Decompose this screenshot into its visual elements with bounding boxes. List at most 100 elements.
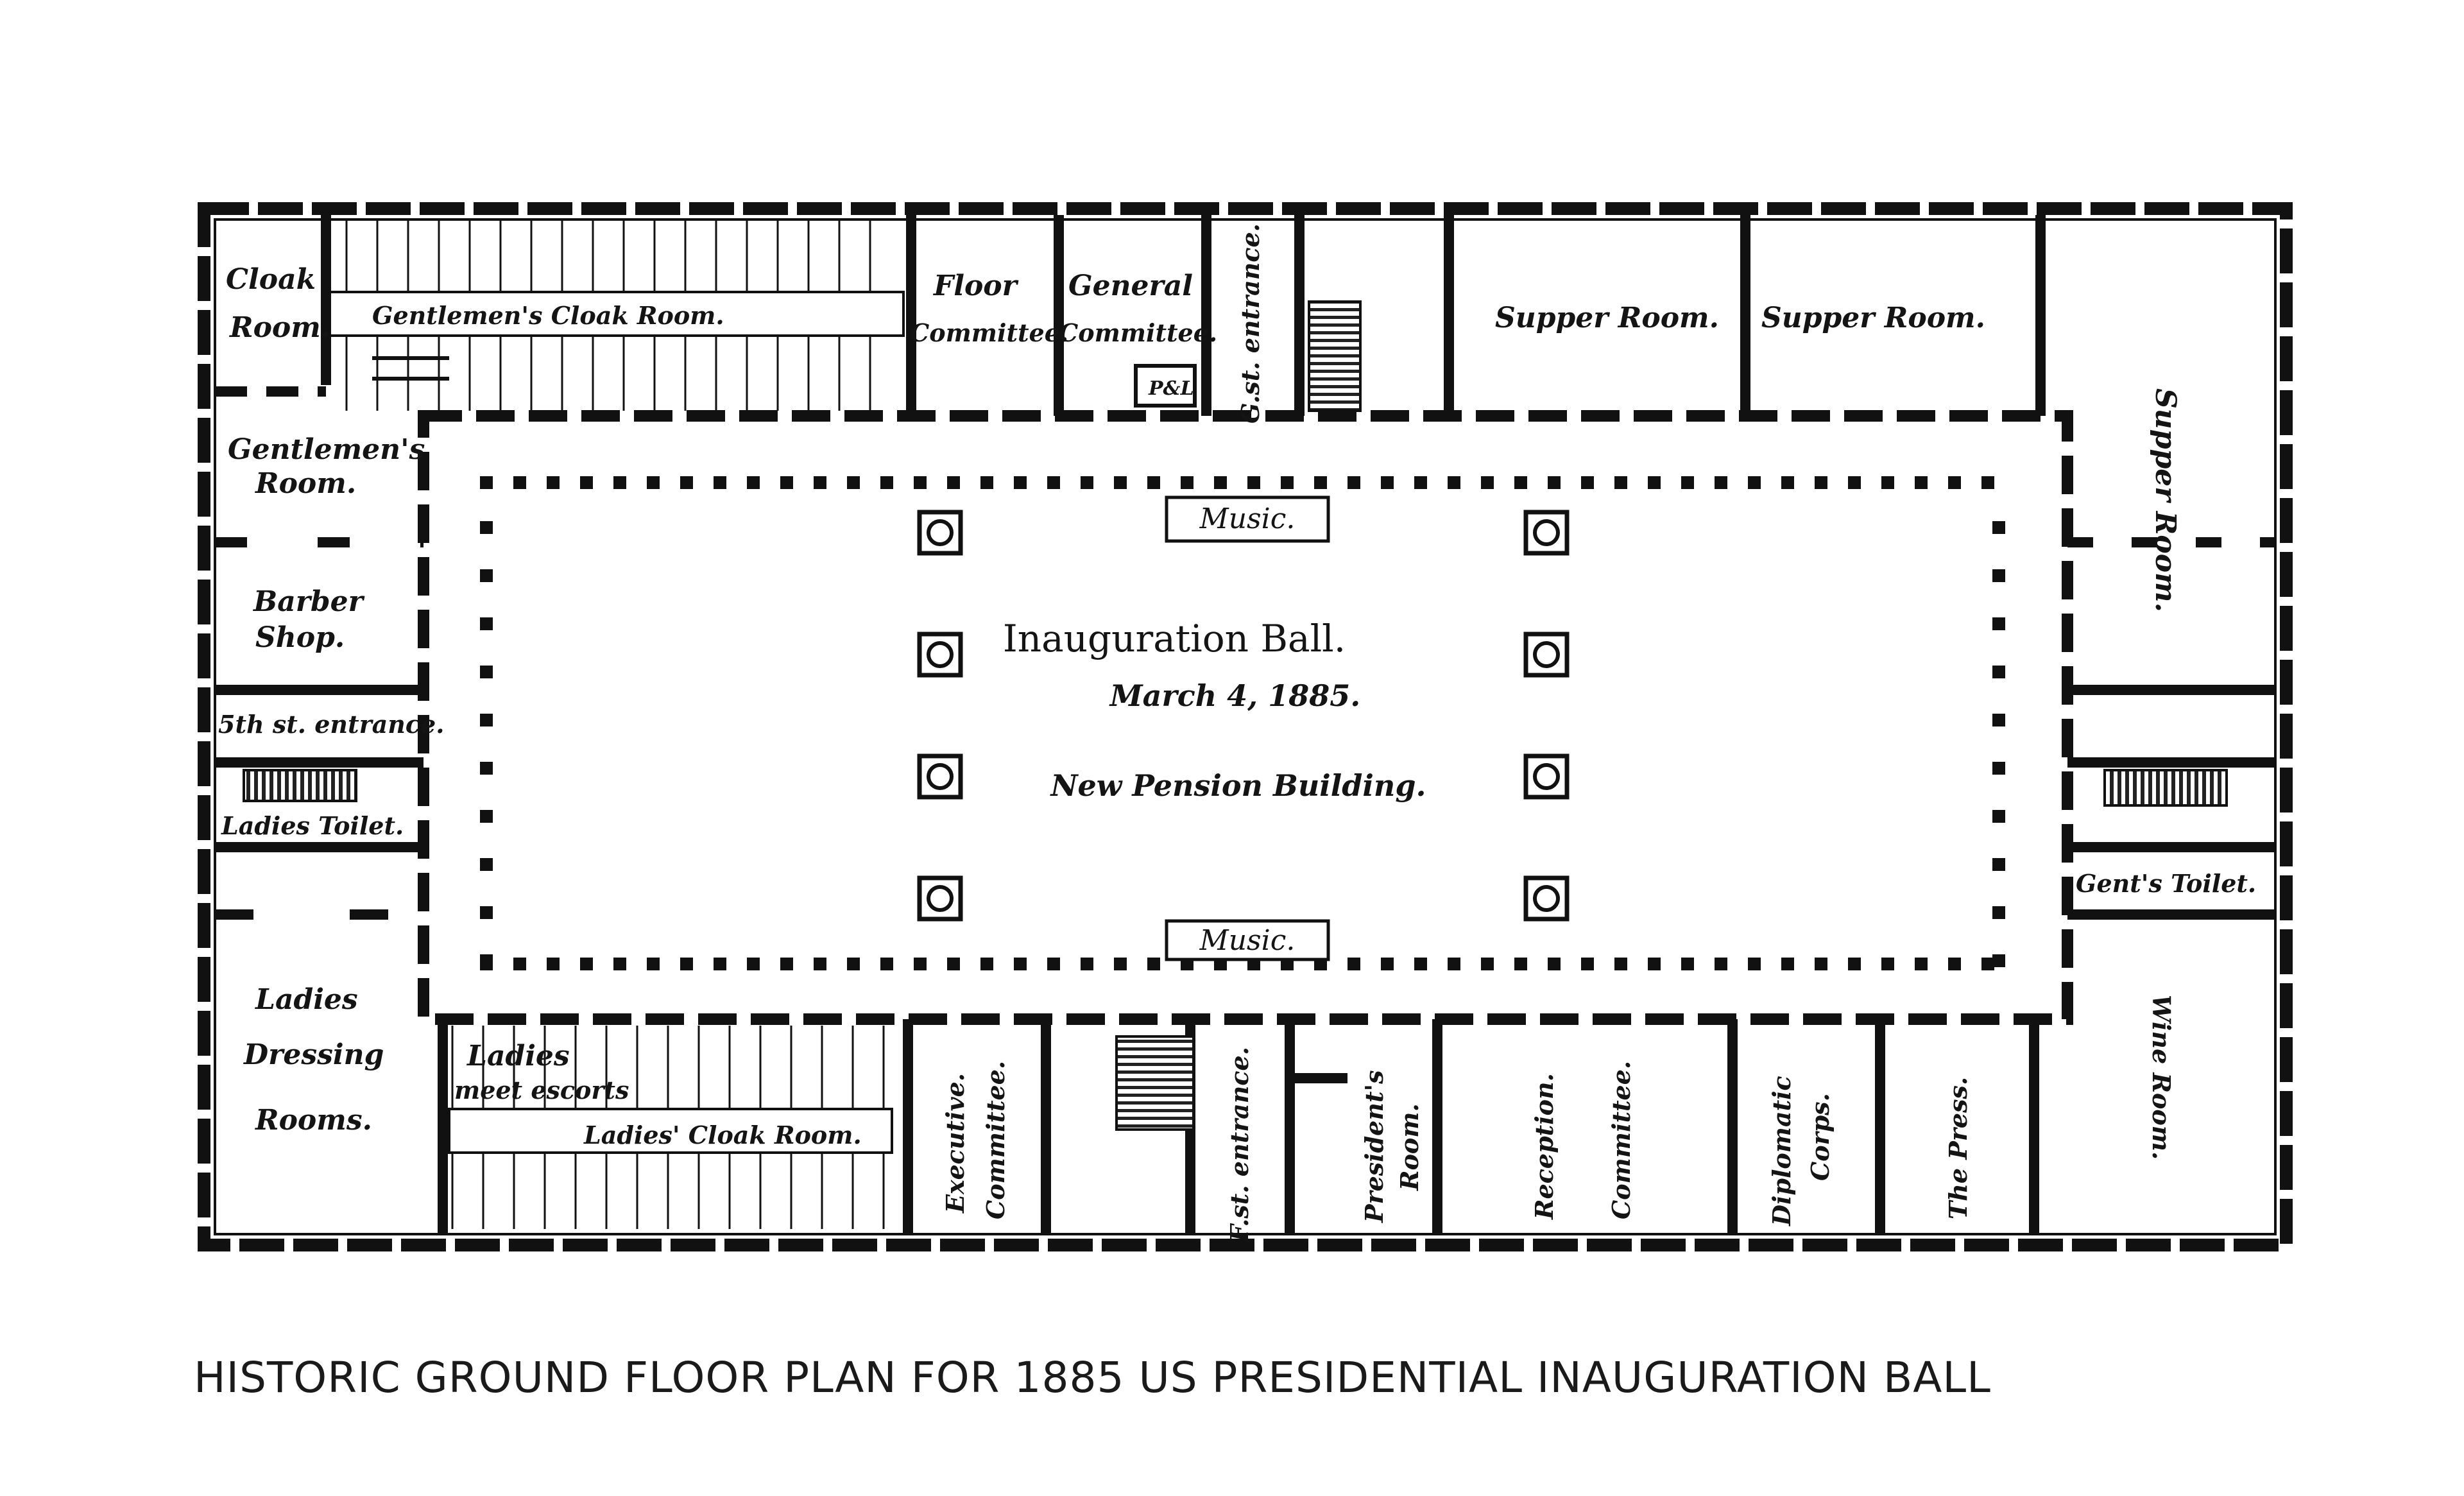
column-dot [647,476,660,489]
colonnade [480,476,2005,970]
cloak-room-label-1: Cloak [226,263,316,296]
column-dot [1614,476,1627,489]
column-dot [847,476,860,489]
pl-label: P&L [1148,377,1194,400]
column-dot [1081,958,1093,970]
f-st-entrance-label: F.st. entrance. [1225,1047,1254,1242]
ladies-dressing-rooms-label-1: Ladies [254,983,358,1016]
column-dot [1992,714,2005,727]
column-dot [1414,958,1427,970]
column-dot [814,476,826,489]
column-dot [1281,476,1294,489]
ladies-dressing-rooms-label-3: Rooms. [254,1104,372,1137]
hall-column-ornament [927,641,954,668]
column-dot [580,476,593,489]
column-dot [1781,958,1794,970]
gentlemens-room-label-2: Room. [254,467,356,500]
column-dot [480,954,493,967]
column-dot [513,476,526,489]
column-dot [1047,958,1060,970]
ladies-cloak-stalls [451,1026,885,1229]
column-dot [480,617,493,630]
executive-committee-label-2: Committee. [981,1061,1010,1219]
column-dot [1748,958,1761,970]
hall-column [917,510,963,556]
column-dot [847,958,860,970]
ladies-cloak-room-label: Ladies' Cloak Room. [583,1121,862,1149]
column-dot [1181,476,1194,489]
column-dot [613,476,626,489]
column-dot [1715,476,1727,489]
column-dot [680,476,693,489]
column-dot [547,476,560,489]
music-bottom-label: Music. [1199,924,1296,957]
ladies-dressing-rooms-label-2: Dressing [243,1038,384,1071]
column-dot [1348,476,1360,489]
column-dot [1581,958,1594,970]
inner-hall-wall [418,410,2073,1025]
stair-hatching [243,300,2228,1131]
column-dot [1715,958,1727,970]
column-dot [480,569,493,582]
hall-column-ornament [927,519,954,546]
column-dot [1014,476,1027,489]
column-dot [513,958,526,970]
column-dot [1992,617,2005,630]
column-dot [947,958,960,970]
supper-room-2-label: Supper Room. [1761,302,1985,334]
partition-walls [215,215,2275,1234]
column-dot [480,714,493,727]
column-dot [1614,958,1627,970]
column-dot [1948,476,1961,489]
presidents-room-label-1: President's [1360,1070,1389,1223]
column-dot [1681,958,1694,970]
outer-wall [198,202,2293,1251]
column-dot [480,906,493,919]
hall-column-ornament [1533,763,1560,790]
column-dot [1748,476,1761,489]
column-dot [1448,476,1460,489]
column-dot [1781,476,1794,489]
gents-toilet-label: Gent's Toilet. [2076,869,2256,898]
column-dot [1815,476,1827,489]
gentlemens-room-label-1: Gentlemen's [228,433,425,466]
column-dot [1981,476,1994,489]
column-dot [914,958,927,970]
music-stand-top: Music. [1165,495,1330,543]
column-dot [1014,958,1027,970]
diplomatic-corps-label-2: Corps. [1806,1093,1835,1181]
column-dot [1915,476,1928,489]
column-dot [680,958,693,970]
column-dot [1992,810,2005,823]
column-dot [547,958,560,970]
column-dot [1514,958,1527,970]
barber-shop-label-1: Barber [252,585,365,618]
music-top-label: Music. [1199,503,1296,535]
hall-column-ornament [1533,519,1560,546]
column-dot [747,958,760,970]
column-dot [1114,958,1127,970]
column-dot [1881,958,1894,970]
cloak-room-label-2: Room. [228,311,330,344]
column-dot [1881,476,1894,489]
center-title: Inauguration Ball. [1003,617,1346,660]
column-dot [480,476,493,489]
center-building: New Pension Building. [1049,768,1426,803]
general-committee-label-2: Committee. [1059,318,1217,347]
column-dot [1648,476,1661,489]
column-dot [1147,476,1160,489]
column-dot [480,810,493,823]
executive-committee-label-1: Executive. [941,1073,970,1214]
column-dot [1514,476,1527,489]
column-dot [1548,476,1561,489]
column-dot [1848,958,1861,970]
column-dot [714,476,726,489]
hall-column-ornament [1533,641,1560,668]
column-dot [480,762,493,775]
column-dot [780,476,793,489]
column-dot [1348,958,1360,970]
column-dot [880,476,893,489]
column-dot [1481,476,1494,489]
column-dot [747,476,760,489]
